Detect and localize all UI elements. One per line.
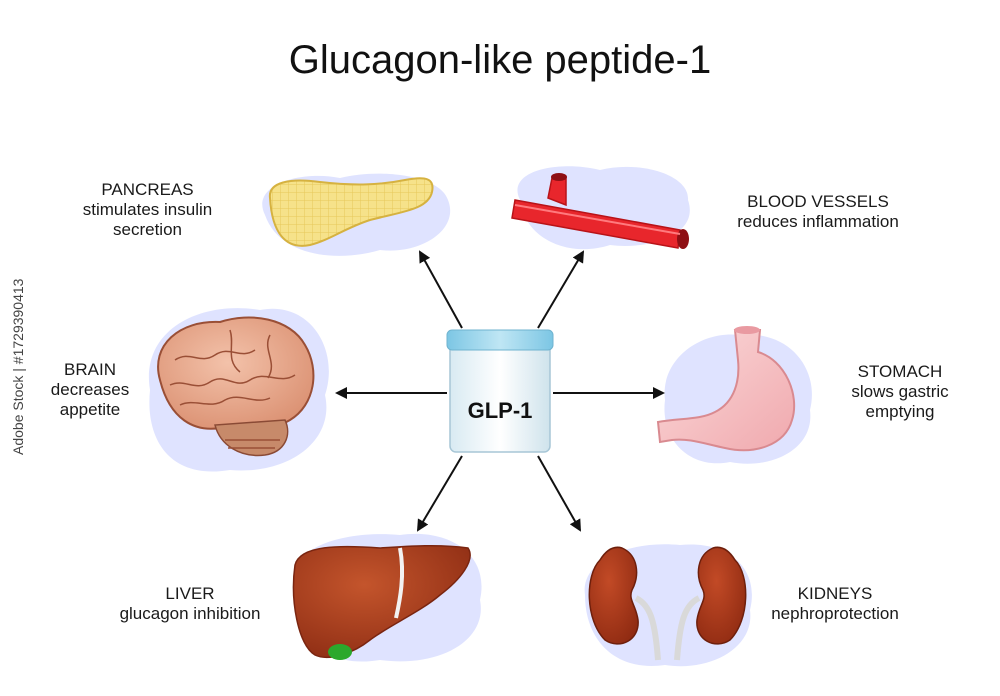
liver-label: LIVER glucagon inhibition [100,584,280,624]
brain-name: BRAIN [64,360,116,379]
blood-vessel-illustration [511,173,689,249]
kidneys-label: KIDNEYS nephroprotection [755,584,915,624]
stomach-label: STOMACH slows gastric emptying [830,362,970,422]
liver-name: LIVER [165,584,215,603]
effect-arrows [335,250,665,532]
liver-illustration [292,544,471,660]
stock-watermark: Adobe Stock | #1729390413 [10,278,26,455]
brain-illustration [157,316,315,457]
pancreas-illustration [268,177,434,247]
pancreas-effect-line2: secretion [113,220,182,239]
kidneys-illustration [588,546,747,661]
glp1-label: GLP-1 [467,398,533,423]
stomach-effect-line1: slows gastric [851,382,949,401]
kidneys-effect: nephroprotection [771,604,899,623]
glp1-jar [446,329,554,453]
brain-label: BRAIN decreases appetite [40,360,140,420]
pancreas-effect-line1: stimulates insulin [82,200,213,219]
liver-effect: glucagon inhibition [119,604,261,623]
pancreas-name: PANCREAS [101,180,194,199]
brain-effect-line2: appetite [59,400,121,419]
kidneys-name: KIDNEYS [797,584,873,603]
arrow-to-kidneys [537,455,581,532]
blood-vessels-name: BLOOD VESSELS [747,192,889,211]
blood-vessels-effect: reduces inflammation [737,212,899,231]
arrow-to-blood-vessels [537,250,585,329]
arrow-to-pancreas [419,250,463,329]
stomach-effect-line2: emptying [865,402,935,421]
pancreas-label: PANCREAS stimulates insulin secretion [60,180,235,240]
blood-vessels-label: BLOOD VESSELS reduces inflammation [718,192,918,232]
brain-effect-line1: decreases [50,380,130,399]
stomach-name: STOMACH [857,362,943,381]
arrow-to-liver [416,455,463,532]
stomach-illustration [656,326,796,452]
diagram-title: Glucagon-like peptide-1 [288,38,712,82]
